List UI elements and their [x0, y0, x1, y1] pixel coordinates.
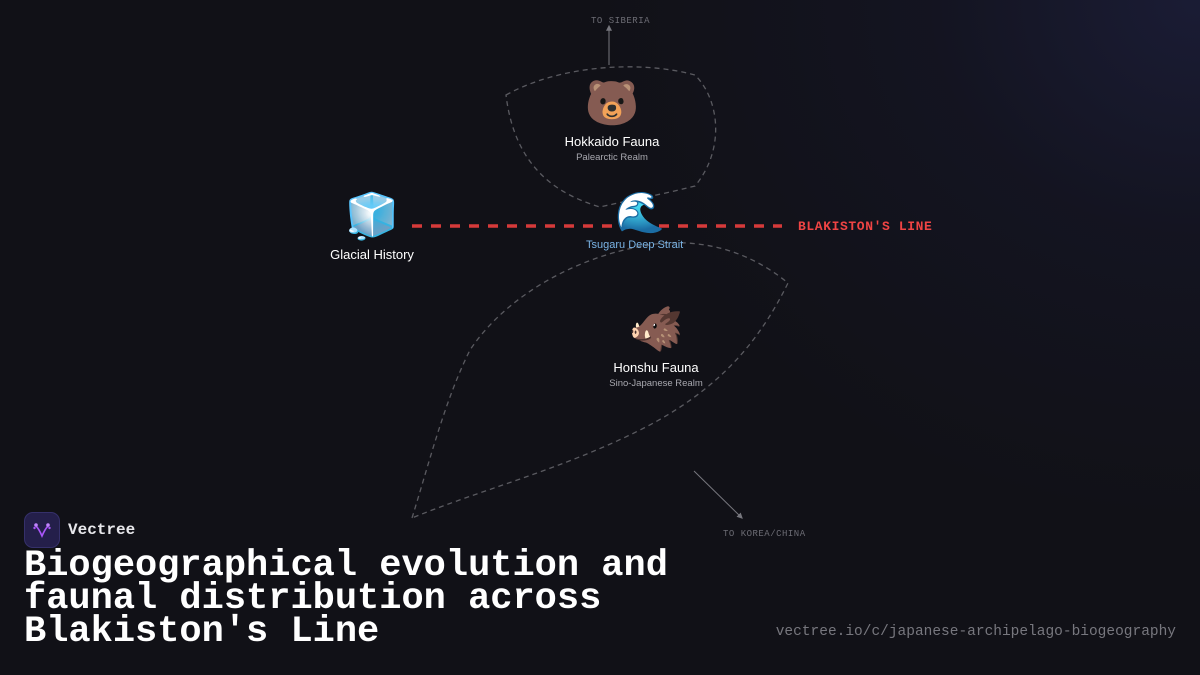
brand-name: Vectree — [68, 521, 136, 539]
blakiston-line-label: BLAKISTON'S LINE — [798, 219, 933, 234]
glacial-history-node[interactable]: 🧊 Glacial History — [330, 191, 414, 262]
korea-china-arrow — [693, 470, 743, 519]
brand: Vectree — [24, 512, 135, 548]
vectree-logo-icon — [24, 512, 60, 548]
tsugaru-strait-label: Tsugaru Deep Strait — [586, 239, 684, 251]
honshu-region-outline — [410, 242, 789, 520]
bear-icon: 🐻 — [584, 79, 640, 128]
glacial-history-title: Glacial History — [330, 247, 414, 262]
water-wave-icon: 🌊 — [615, 191, 665, 235]
to-siberia-label: TO SIBERIA — [591, 16, 651, 26]
hokkaido-fauna-node[interactable]: 🐻 Hokkaido Fauna Palearctic Realm — [565, 78, 660, 163]
page-url[interactable]: vectree.io/c/japanese-archipelago-biogeo… — [775, 624, 1176, 640]
hokkaido-fauna-title: Hokkaido Fauna — [564, 134, 660, 149]
boar-icon: 🐗 — [628, 305, 684, 354]
ice-cube-icon: 🧊 — [344, 192, 400, 241]
hokkaido-fauna-subtitle: Palearctic Realm — [576, 152, 648, 163]
to-korea-china-label: TO KOREA/CHINA — [723, 529, 806, 539]
honshu-fauna-node[interactable]: 🐗 Honshu Fauna Sino-Japanese Realm — [609, 304, 702, 389]
honshu-fauna-title: Honshu Fauna — [613, 360, 699, 375]
honshu-fauna-subtitle: Sino-Japanese Realm — [609, 378, 703, 389]
page-title: Biogeographical evolution and faunal dis… — [24, 545, 668, 653]
tsugaru-strait-node[interactable]: 🌊 — [615, 190, 665, 236]
